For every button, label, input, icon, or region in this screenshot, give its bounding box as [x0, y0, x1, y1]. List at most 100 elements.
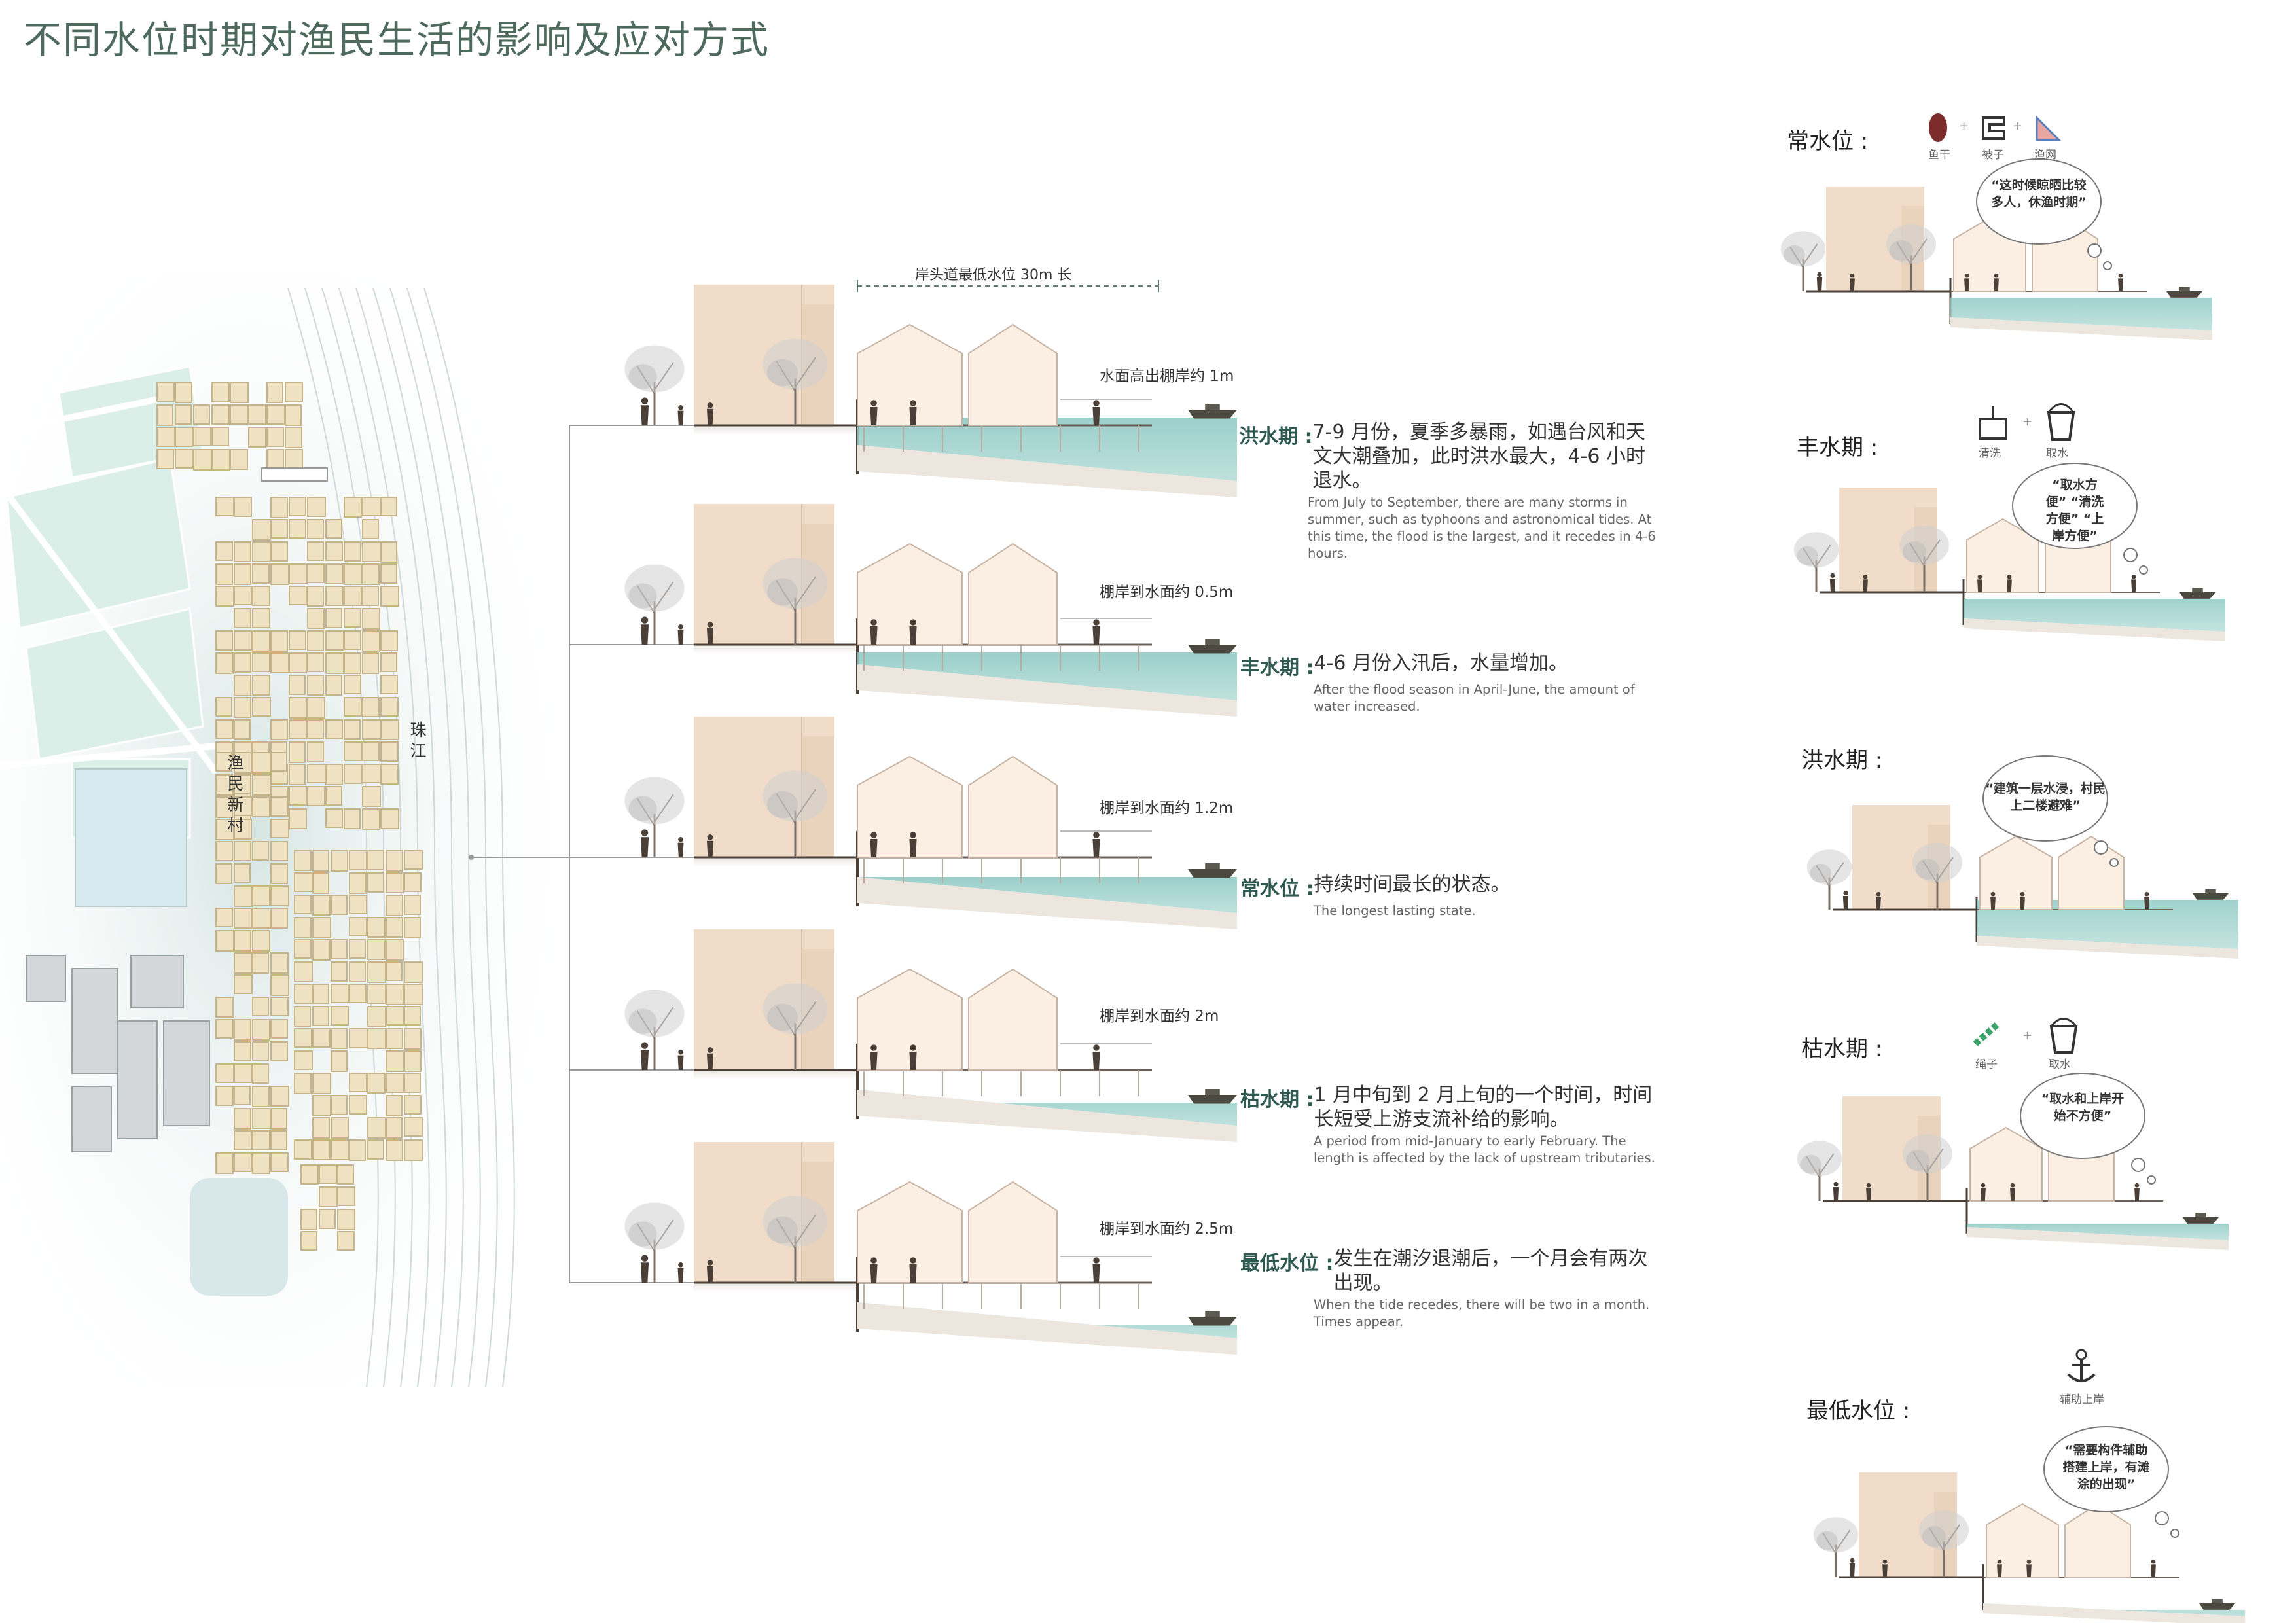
- bubble-text-lowest: “需要构件辅助搭建上岸，有滩涂的出现”: [2062, 1443, 2150, 1491]
- map-building: [289, 741, 306, 763]
- person-body: [640, 1262, 649, 1283]
- person-head: [707, 1047, 713, 1053]
- map-building: [211, 404, 230, 425]
- section-0: [624, 285, 1237, 497]
- map-building: [362, 563, 380, 585]
- map-building: [349, 872, 367, 894]
- map-building: [344, 808, 361, 829]
- riverbed: [857, 1090, 1237, 1142]
- map-building: [289, 808, 307, 829]
- map-building: [307, 497, 326, 517]
- person-head: [910, 1257, 916, 1264]
- boat-cabin: [1205, 1089, 1220, 1095]
- map-building: [367, 1028, 386, 1049]
- bubble-dot: [2170, 1529, 2179, 1538]
- person-body: [2010, 1188, 2015, 1201]
- map-building: [289, 786, 308, 806]
- map-building: [344, 764, 363, 784]
- phase-wet: 丰水期 :4-6 月份入汛后，水量增加。 After the flood sea…: [1240, 651, 1666, 715]
- person-body: [1977, 579, 1982, 592]
- map-building: [386, 1095, 403, 1116]
- person-figure: [1977, 574, 1982, 592]
- map-building: [294, 984, 313, 1004]
- map-building: [386, 1006, 404, 1026]
- map-building: [386, 961, 403, 981]
- stilt-house: [2058, 835, 2125, 910]
- person-figure: [1981, 1183, 1986, 1201]
- map-building: [215, 774, 233, 796]
- map-building: [252, 608, 270, 628]
- stilt-house: [2064, 1503, 2131, 1578]
- map-building: [266, 382, 283, 403]
- map-building: [252, 752, 271, 774]
- map-building: [234, 1130, 252, 1150]
- person-head: [910, 1044, 916, 1051]
- person-body: [706, 408, 714, 425]
- map-building: [294, 895, 312, 914]
- person-head: [1093, 832, 1100, 838]
- water: [857, 652, 1237, 700]
- tree: [1919, 1510, 1969, 1577]
- contour-line: [406, 287, 498, 1388]
- map-building: [344, 497, 362, 518]
- person-head: [1850, 1558, 1855, 1563]
- map-building: [312, 850, 329, 872]
- map-building: [270, 1152, 289, 1172]
- map-building: [362, 652, 379, 674]
- map-building: [270, 1086, 289, 1107]
- water-label-normal: 棚岸到水面约 1.2m: [1100, 800, 1234, 817]
- thought-bubble: [2020, 1073, 2145, 1159]
- phase-name: 最低水位 :: [1240, 1252, 1334, 1275]
- map-building: [215, 586, 234, 607]
- person-figure: [640, 616, 649, 645]
- person-body: [1981, 1188, 1986, 1201]
- person-figure: [1997, 1559, 2002, 1577]
- map-building: [307, 786, 325, 806]
- person-body: [1092, 407, 1100, 425]
- plus-sign: +: [2013, 119, 2022, 133]
- map-building: [344, 541, 361, 562]
- map-building: [234, 885, 253, 907]
- right-panel-3: [1797, 1073, 2229, 1250]
- map-building: [156, 382, 175, 402]
- boat: [1188, 1095, 1237, 1104]
- plus-sign: +: [1959, 119, 1969, 133]
- map-building: [270, 819, 289, 838]
- tree: [762, 983, 828, 1070]
- map-building: [234, 752, 252, 774]
- map-building: [307, 519, 324, 539]
- person-head: [678, 624, 683, 630]
- water-label-lowest: 棚岸到水面约 2.5m: [1100, 1221, 1234, 1238]
- map-building: [325, 630, 344, 651]
- phase-en: When the tide recedes, there will be two…: [1314, 1297, 1650, 1329]
- right-panel-diagrams: ++++: [1780, 113, 2245, 1623]
- map-building: [252, 952, 269, 974]
- person-figure: [909, 619, 917, 645]
- boat: [2183, 1217, 2219, 1224]
- boat-cabin: [2205, 889, 2216, 893]
- tree-crown: [1919, 1510, 1969, 1550]
- tree-crown: [624, 990, 685, 1037]
- map-building: [175, 449, 193, 469]
- boat-cabin: [1205, 1311, 1220, 1317]
- map-building: [215, 841, 233, 861]
- map-building: [215, 719, 234, 739]
- map-building: [270, 997, 289, 1016]
- tree-crown: [628, 1221, 657, 1247]
- person-figure: [2131, 574, 2136, 592]
- person-figure: [1849, 1558, 1856, 1577]
- bubble-text-flood: “建筑一层水浸，村民上二楼避难”: [1985, 781, 2106, 813]
- map-building: [344, 741, 363, 761]
- person-figure: [870, 1044, 878, 1070]
- person-head: [2026, 1559, 2032, 1564]
- person-body: [1092, 839, 1100, 857]
- person-head: [1830, 573, 1835, 579]
- phase-en: The longest lasting state.: [1314, 903, 1476, 918]
- map-building: [252, 885, 270, 906]
- contour-line: [372, 287, 464, 1388]
- phase-en: From July to September, there are many s…: [1308, 495, 1656, 561]
- person-body: [1849, 1563, 1856, 1577]
- map-building: [386, 895, 403, 916]
- person-figure: [677, 1049, 684, 1070]
- tree-crown: [762, 558, 828, 609]
